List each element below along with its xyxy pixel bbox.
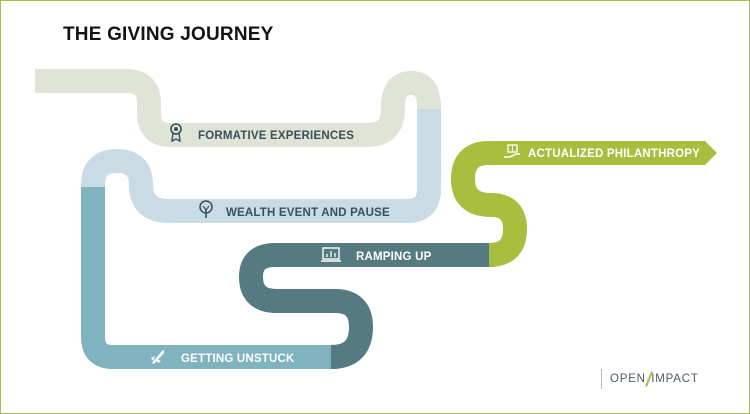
unstuck-path xyxy=(81,187,331,369)
laptop-chart-icon xyxy=(321,247,341,262)
logo-part-impact: IMPACT xyxy=(651,373,699,385)
stage-ramping-up: RAMPING UP xyxy=(238,243,505,369)
award-ribbon-icon xyxy=(170,123,182,143)
tree-icon xyxy=(199,200,213,218)
actualized-arrow-head xyxy=(697,141,717,165)
open-impact-logo: OPEN IMPACT xyxy=(601,367,699,391)
stage-actualized-philanthropy: ACTUALIZED PHILANTHROPY xyxy=(450,141,717,267)
logo-divider xyxy=(601,369,602,389)
stage-formative-experiences: FORMATIVE EXPERIENCES xyxy=(35,69,441,147)
actualized-path xyxy=(450,141,701,267)
hand-giving-icon xyxy=(504,144,520,158)
getting-unstuck-label: GETTING UNSTUCK xyxy=(181,353,295,365)
stage-wealth-event: WEALTH EVENT AND PAUSE xyxy=(81,109,441,223)
ramping-path xyxy=(238,243,489,369)
formative-start-notch xyxy=(35,69,119,93)
formative-label: FORMATIVE EXPERIENCES xyxy=(198,130,354,142)
wealth-event-label: WEALTH EVENT AND PAUSE xyxy=(226,207,390,219)
actualized-label: ACTUALIZED PHILANTHROPY xyxy=(528,148,700,160)
logo-part-open: OPEN xyxy=(610,373,646,385)
slide-title: THE GIVING JOURNEY xyxy=(63,24,274,45)
ramping-up-label: RAMPING UP xyxy=(356,251,432,263)
rocket-icon xyxy=(151,350,165,364)
formative-path xyxy=(35,69,441,147)
wealth-path xyxy=(81,109,441,223)
